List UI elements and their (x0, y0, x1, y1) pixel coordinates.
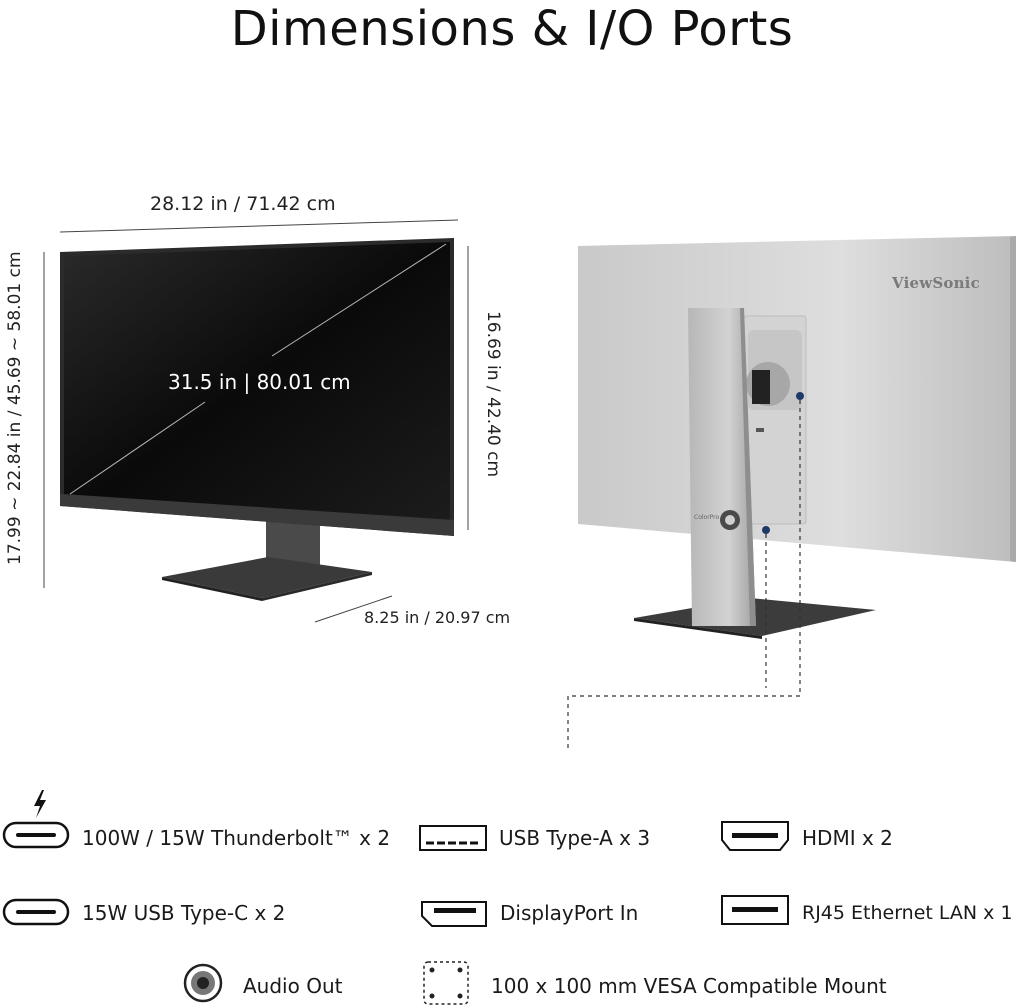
port-label-usb-c: 15W USB Type-C x 2 (82, 901, 286, 925)
port-label-rj45: RJ45 Ethernet LAN x 1 (802, 902, 1013, 924)
audio-jack-icon (183, 963, 223, 1003)
port-label-hdmi: HDMI x 2 (802, 826, 893, 850)
total-height-dimension-label: 17.99 ~ 22.84 in / 45.69 ~ 58.01 cm (5, 251, 25, 565)
diagonal-dimension-label: 31.5 in | 80.01 cm (168, 370, 351, 394)
io-callout-dot (796, 392, 804, 400)
back-stand-column (688, 308, 756, 626)
port-label-displayport: DisplayPort In (500, 901, 639, 925)
hdmi-icon (721, 821, 789, 851)
width-dimension-line (59, 219, 459, 233)
brand-logo: ViewSonic (892, 274, 980, 292)
depth-dimension-label: 8.25 in / 20.97 cm (364, 608, 511, 627)
front-monitor-screen (64, 242, 450, 520)
usb-c-icon (2, 898, 70, 926)
rj45-icon (721, 895, 789, 925)
usb-a-icon (419, 825, 487, 851)
depth-dimension-line (314, 595, 393, 623)
front-stand-base (162, 557, 372, 598)
port-label-audio: Audio Out (243, 974, 343, 998)
io-callout-dot (762, 526, 770, 534)
width-dimension-label: 28.12 in / 71.42 cm (150, 193, 336, 215)
page-title: Dimensions & I/O Ports (230, 1, 794, 57)
colorpro-badge: ColorPro (694, 514, 720, 521)
port-label-thunderbolt: 100W / 15W Thunderbolt™ x 2 (82, 826, 391, 850)
thunderbolt-usbc-icon (2, 821, 70, 849)
thunderbolt-bolt-icon (34, 790, 46, 818)
port-label-usb-a: USB Type-A x 3 (499, 826, 651, 850)
panel-height-dimension-label: 16.69 in / 42.40 cm (483, 310, 503, 478)
displayport-icon (421, 901, 487, 927)
vesa-mount-icon (423, 961, 469, 1005)
port-label-vesa: 100 x 100 mm VESA Compatible Mount (491, 974, 887, 998)
